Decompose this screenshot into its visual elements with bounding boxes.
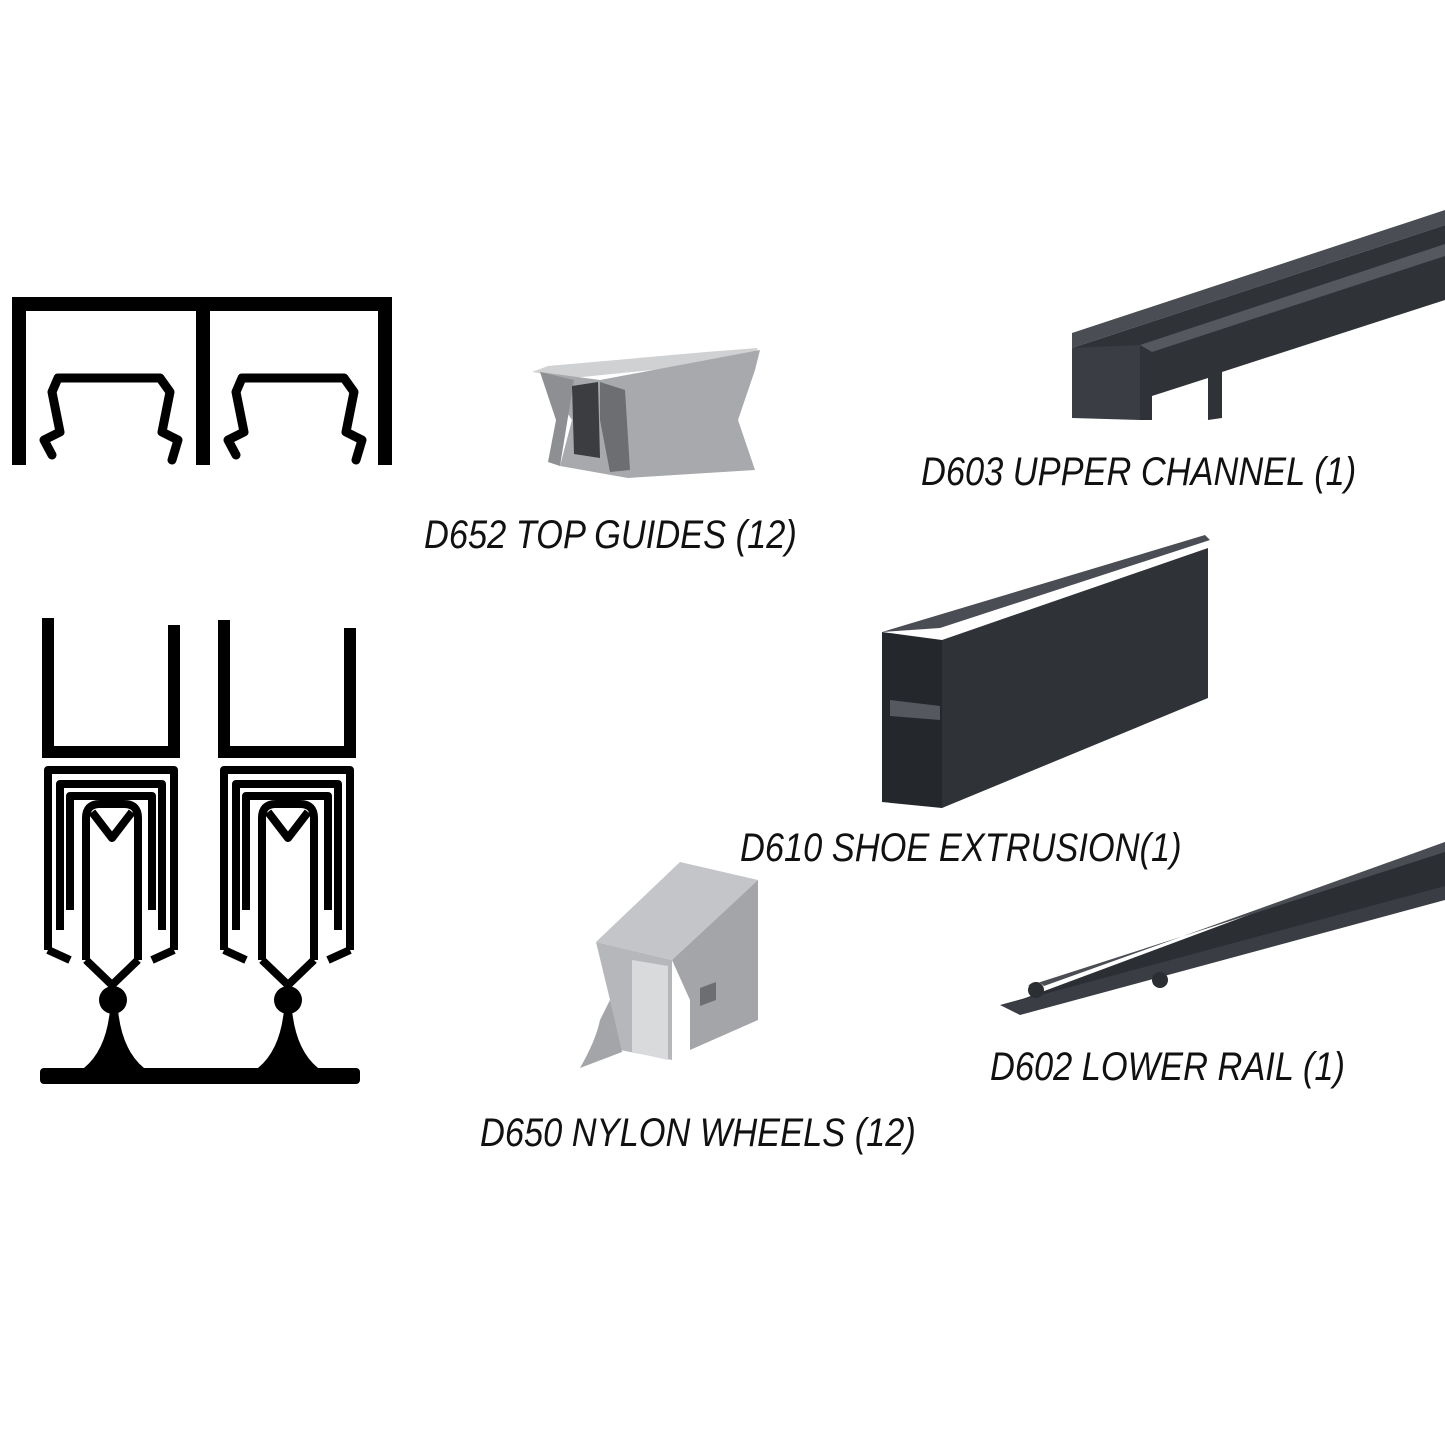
shoe-extrusion-photo — [882, 535, 1210, 808]
lower-rail-photo — [1000, 842, 1445, 1015]
top-guide-photo — [532, 348, 760, 478]
lower-rail-profile-drawing — [40, 618, 360, 1084]
nylon-wheel-photo — [580, 862, 758, 1068]
lower-rail-label: D602 LOWER RAIL (1) — [990, 1045, 1345, 1089]
upper-channel-label: D603 UPPER CHANNEL (1) — [921, 450, 1357, 494]
top-guides-label: D652 TOP GUIDES (12) — [424, 513, 797, 557]
upper-channel-profile-drawing — [12, 297, 392, 465]
shoe-extrusion-label: D610 SHOE EXTRUSION(1) — [740, 826, 1182, 870]
nylon-wheels-label: D650 NYLON WHEELS (12) — [480, 1111, 916, 1155]
upper-channel-photo — [1072, 210, 1445, 420]
